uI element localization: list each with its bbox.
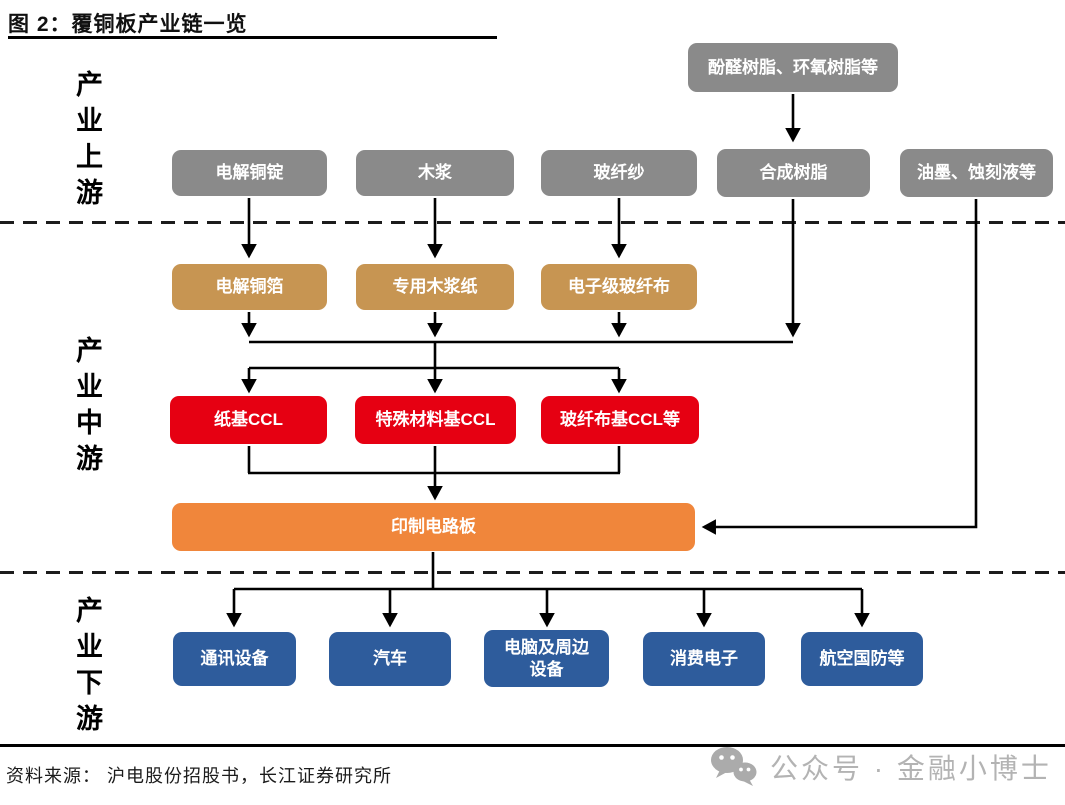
node-glass-yarn: 玻纤纱: [541, 150, 697, 196]
node-glass-cloth: 电子级玻纤布: [541, 264, 697, 310]
section-label-upstream: 产业上游: [72, 70, 102, 214]
figure-title: 图 2：覆铜板产业链一览: [8, 13, 248, 36]
bottom-rule: [0, 744, 1065, 747]
node-resin-raw: 酚醛树脂、环氧树脂等: [688, 43, 898, 92]
node-auto: 汽车: [329, 632, 451, 686]
title-underline: [8, 36, 497, 39]
node-copper-ingot: 电解铜锭: [172, 150, 327, 196]
node-special-ccl: 特殊材料基CCL: [355, 396, 516, 444]
node-aerospace: 航空国防等: [801, 632, 923, 686]
watermark: 公众号 · 金融小博士: [710, 746, 1052, 788]
section-label-midstream: 产业中游: [72, 336, 102, 480]
node-computer: 电脑及周边设备: [484, 630, 609, 687]
midstream-downstream-divider: [0, 571, 1065, 574]
upstream-midstream-divider: [0, 221, 1065, 224]
node-pulp-paper: 专用木浆纸: [356, 264, 514, 310]
node-ink-etchant: 油墨、蚀刻液等: [900, 149, 1053, 197]
watermark-text: 公众号 · 金融小博士: [770, 753, 1052, 784]
node-paper-ccl: 纸基CCL: [170, 396, 327, 444]
node-wood-pulp: 木浆: [356, 150, 514, 196]
node-consumer: 消费电子: [643, 632, 765, 686]
wechat-icon: [711, 747, 757, 786]
node-glass-ccl: 玻纤布基CCL等: [541, 396, 699, 444]
node-synthetic-resin: 合成树脂: [717, 149, 870, 197]
section-label-downstream: 产业下游: [72, 596, 102, 740]
node-telecom: 通讯设备: [173, 632, 296, 686]
node-pcb: 印制电路板: [172, 503, 695, 551]
node-copper-foil: 电解铜箔: [172, 264, 327, 310]
source-note: 资料来源： 沪电股份招股书，长江证券研究所: [6, 766, 392, 786]
